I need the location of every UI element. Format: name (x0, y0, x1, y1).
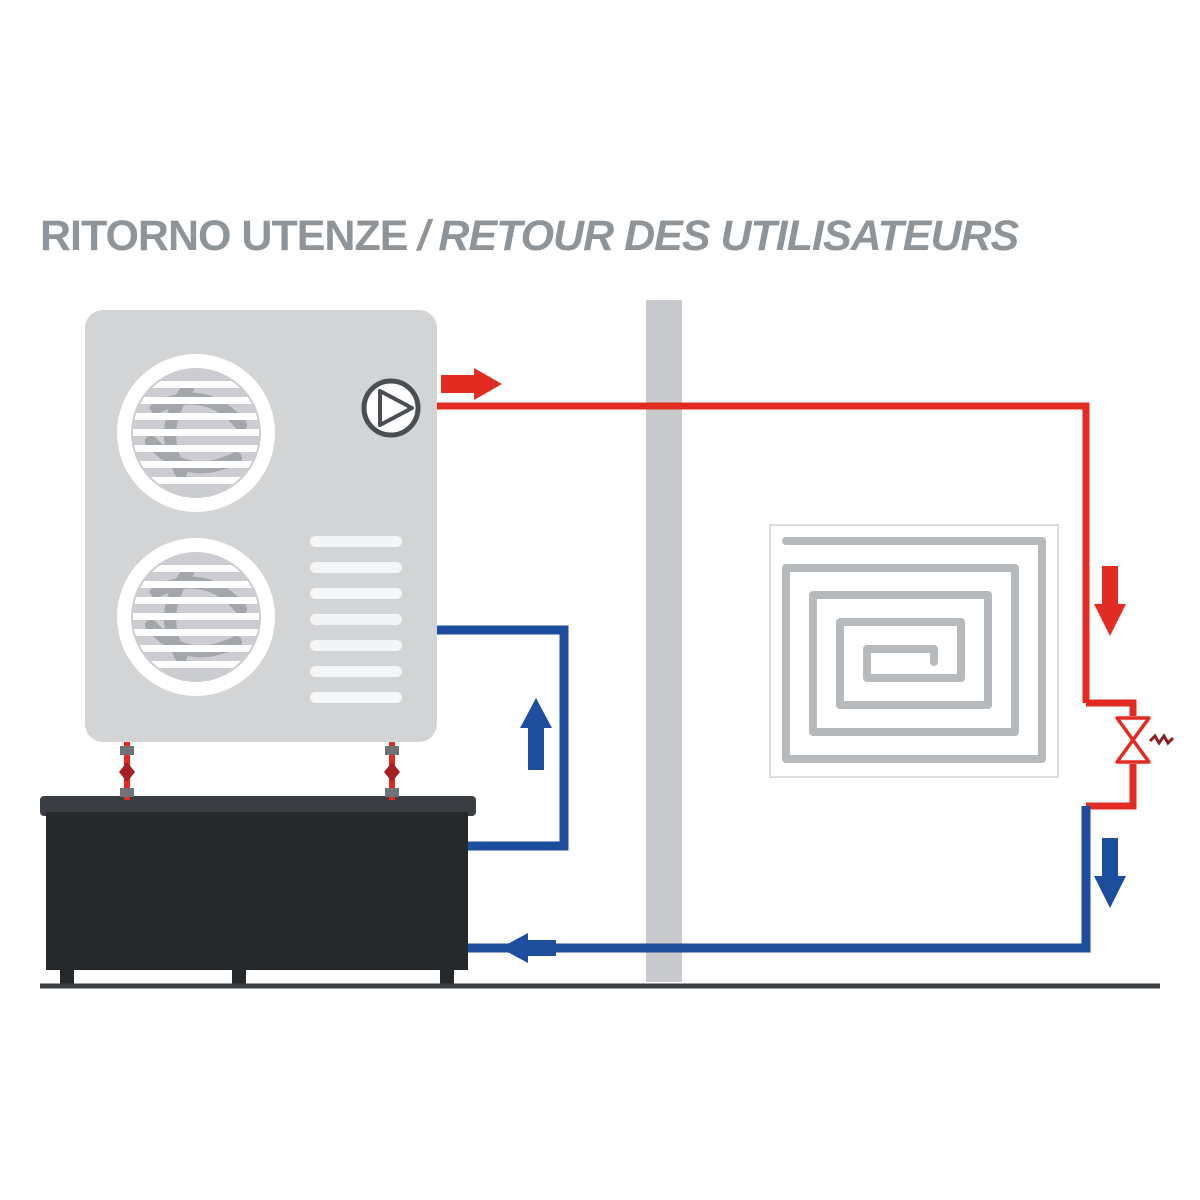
title-french: RETOUR DES UTILISATEURS (438, 212, 1019, 260)
hose-connector-right (384, 740, 400, 800)
supply-pipe-main (437, 402, 1090, 703)
hose-connector-left (119, 740, 135, 800)
return-flow-left-arrow-icon (500, 933, 556, 963)
return-pipe-tank-to-unit (432, 625, 569, 851)
supply-pipe-valve-outlet (1086, 764, 1137, 810)
hose-valve (384, 762, 400, 782)
hose-fitting (120, 788, 134, 797)
return-flow-up-arrow-icon (520, 698, 552, 770)
fan-top-icon (117, 354, 275, 512)
wall (646, 300, 682, 982)
return-flow-down-arrow-icon (1094, 838, 1126, 908)
pump-icon (361, 378, 421, 438)
title-separator: / (417, 212, 429, 260)
heat-pump-unit (85, 310, 437, 742)
mixing-valve-icon (1115, 716, 1175, 764)
title-italian: RITORNO UTENZE (40, 212, 408, 260)
hose-valve (119, 762, 135, 782)
vent-grille (310, 536, 402, 703)
coil-spiral (782, 537, 1046, 763)
floor-heating-coil (769, 524, 1059, 778)
supply-flow-down-arrow-icon (1094, 566, 1126, 636)
tank-rim (40, 796, 476, 816)
return-pipe-floor-to-tank (464, 806, 1091, 953)
supply-pipe-valve-inlet (1086, 699, 1137, 716)
hose-fitting (385, 788, 399, 797)
buffer-tank (40, 796, 476, 988)
hose-fitting (120, 746, 134, 755)
fan-bottom-icon (117, 538, 275, 696)
return-pipe-blue (432, 625, 1091, 953)
diagram-title: RITORNO UTENZE/RETOUR DES UTILISATEURS (40, 212, 1019, 261)
tank-body (46, 812, 468, 970)
heat-pump-body (85, 310, 437, 742)
supply-pipe-red (437, 402, 1137, 810)
supply-flow-right-arrow-icon (441, 368, 502, 400)
hose-fitting (385, 746, 399, 755)
valve-actuator-squiggle (1148, 733, 1175, 746)
